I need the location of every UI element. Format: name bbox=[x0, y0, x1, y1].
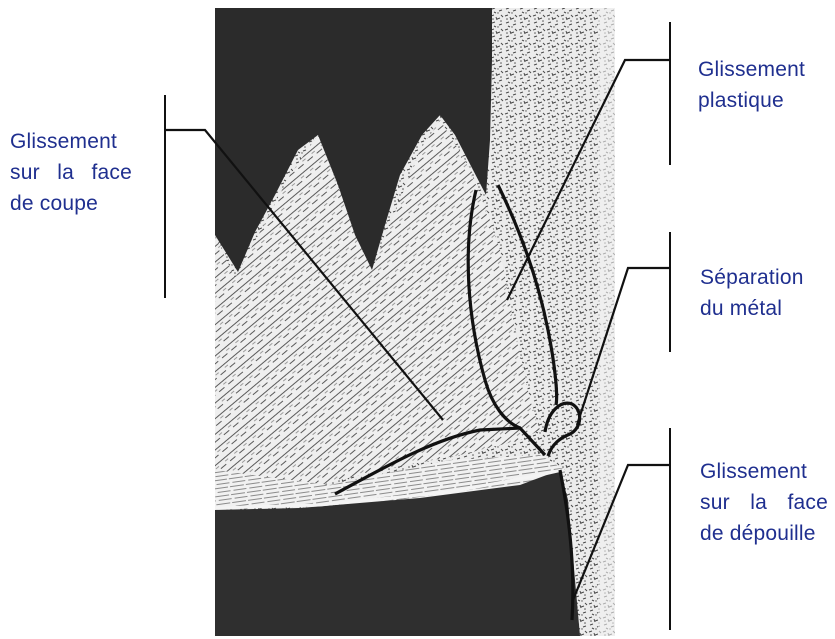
micrograph-photo bbox=[215, 8, 615, 636]
label-metal-separation-line-2: du métal bbox=[700, 293, 804, 324]
label-flank-face-line-2: sur la face bbox=[700, 487, 828, 518]
label-plastic-slip-line-1: Glissement bbox=[698, 54, 805, 85]
label-flank-face-line-3: de dépouille bbox=[700, 518, 828, 549]
label-metal-separation: Séparation du métal bbox=[700, 262, 804, 324]
label-flank-face-line-1: Glissement bbox=[700, 456, 828, 487]
label-plastic-slip-line-2: plastique bbox=[698, 85, 805, 116]
label-rake-face-line-2: sur la face bbox=[10, 157, 132, 188]
label-flank-face-slip: Glissement sur la face de dépouille bbox=[700, 456, 828, 549]
label-rake-face-line-1: Glissement bbox=[10, 126, 132, 157]
label-rake-face-slip: Glissement sur la face de coupe bbox=[10, 126, 132, 219]
label-rake-face-line-3: de coupe bbox=[10, 188, 132, 219]
label-metal-separation-line-1: Séparation bbox=[700, 262, 804, 293]
label-plastic-slip: Glissement plastique bbox=[698, 54, 805, 116]
